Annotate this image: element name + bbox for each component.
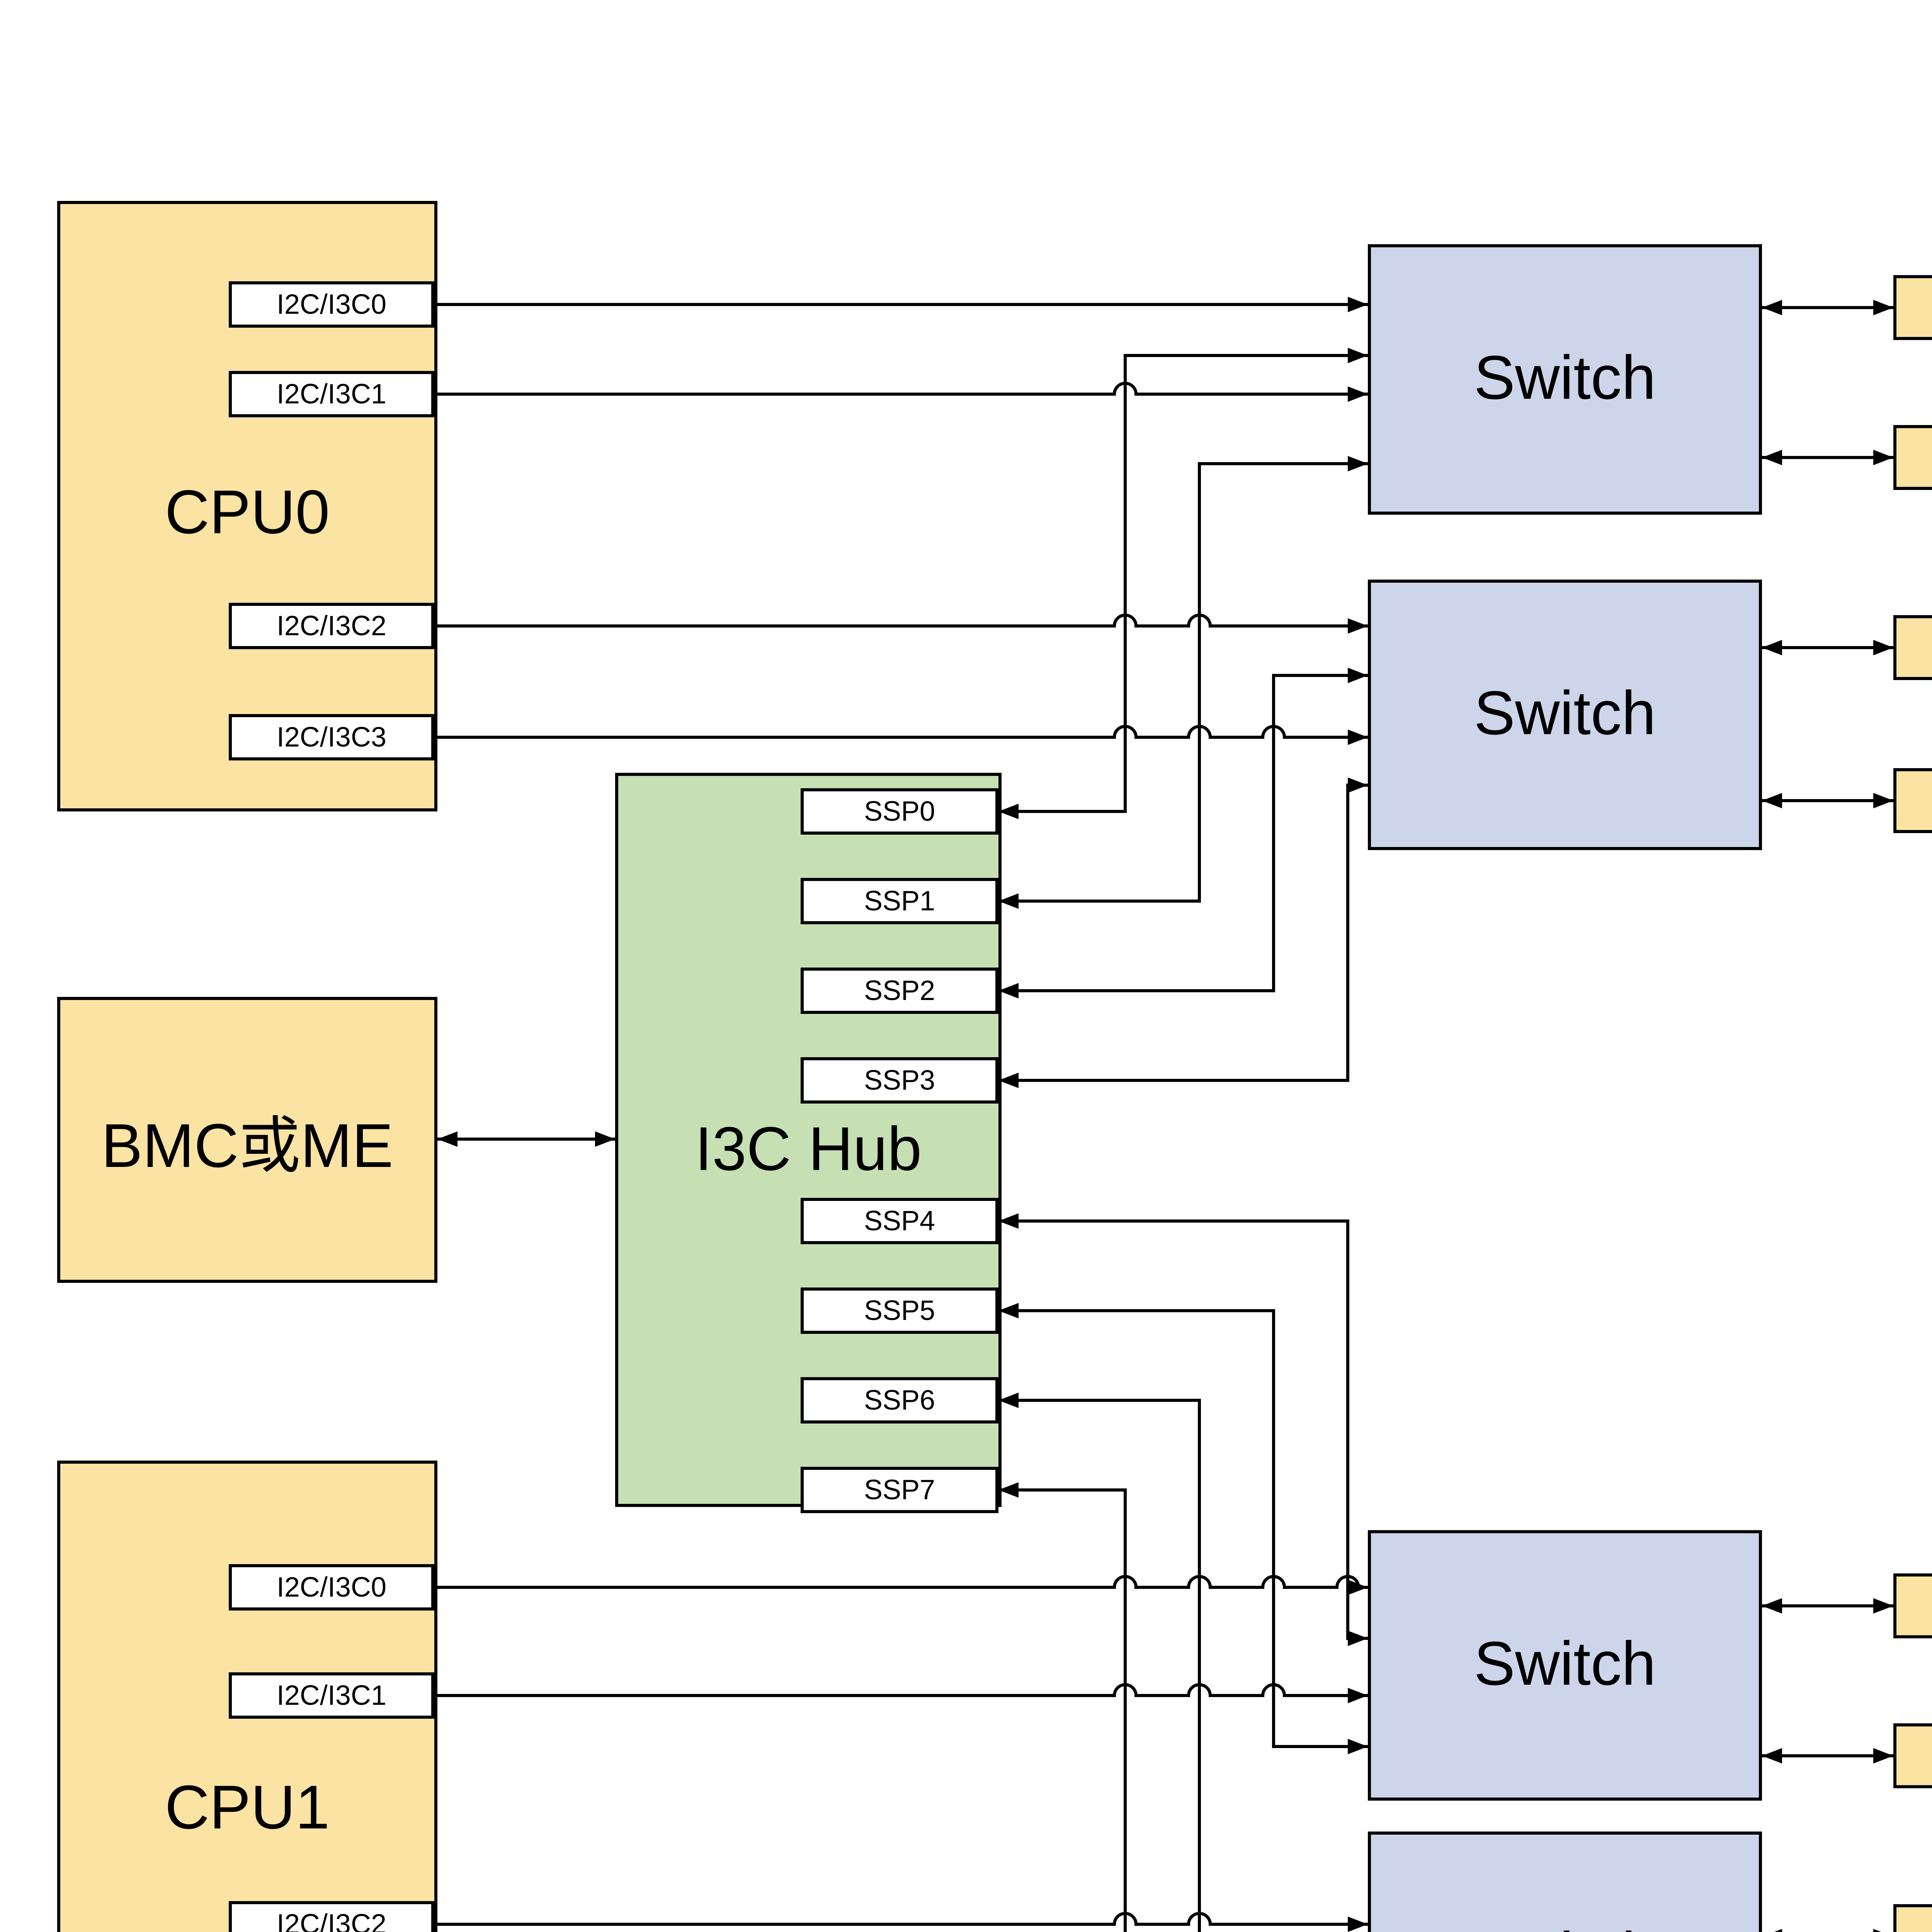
cpu0-port-i2c-i3c1: I2C/I3C1	[229, 371, 434, 417]
switch4-box: Switch	[1368, 1832, 1762, 1932]
switch1-label: Switch	[1474, 345, 1656, 413]
hub-port-ssp6-label: SSP6	[864, 1384, 935, 1415]
hub-port-ssp2-label: SSP2	[864, 975, 935, 1005]
cpu0-port-i2c-i3c3-label: I2C/I3C3	[276, 721, 387, 752]
hub-port-ssp4-label: SSP4	[864, 1205, 935, 1236]
dimm4-box: DDR5 DIMM	[1893, 768, 1932, 833]
wire-ssp6-to-switch4	[998, 1393, 1368, 1932]
hub-port-ssp0-label: SSP0	[864, 795, 935, 826]
wire-ssp2-to-switch2	[998, 668, 1368, 998]
dimm3-box: DDR5 DIMM	[1893, 615, 1932, 680]
switch2-box: Switch	[1368, 580, 1762, 850]
cpu0-port-i2c-i3c2-label: I2C/I3C2	[276, 610, 387, 641]
cpu1-port-i2c-i3c1: I2C/I3C1	[229, 1672, 434, 1719]
cpu1-port-i2c-i3c2-label: I2C/I3C2	[276, 1908, 387, 1932]
wire-ssp3-to-switch2	[998, 777, 1368, 1088]
wire-ssp0-to-switch1	[998, 348, 1368, 819]
hub-port-ssp1-label: SSP1	[864, 885, 935, 916]
cpu1-port-i2c-i3c2: I2C/I3C2	[229, 1901, 434, 1932]
hub-port-ssp1: SSP1	[801, 878, 998, 924]
dimm5-box: DDR5 DIMM	[1893, 1573, 1932, 1638]
cpu0-port-i2c-i3c1-label: I2C/I3C1	[276, 378, 387, 409]
hub-port-ssp4: SSP4	[801, 1198, 998, 1244]
wire-cpu0-i2c1-to-switch1	[434, 382, 1368, 402]
dimm7-box: DDR5 DIMM	[1893, 1904, 1932, 1932]
wire-ssp4-to-switch3	[998, 1213, 1368, 1646]
hub-port-ssp5: SSP5	[801, 1287, 998, 1334]
i3c-hub-label: I3C Hub	[695, 1116, 922, 1184]
cpu1-port-i2c-i3c1-label: I2C/I3C1	[276, 1679, 387, 1710]
switch3-box: Switch	[1368, 1530, 1762, 1801]
hub-port-ssp3: SSP3	[801, 1057, 998, 1104]
cpu0-port-i2c-i3c2: I2C/I3C2	[229, 603, 434, 649]
bmc-label: BMC或ME	[101, 1112, 393, 1180]
dimm1-box: DDR5 DIMM	[1893, 275, 1932, 340]
switch4-label: Switch	[1474, 1920, 1656, 1932]
wire-cpu0-i2c3-to-switch2	[434, 725, 1368, 745]
switch2-label: Switch	[1474, 680, 1656, 748]
cpu0-label: CPU0	[165, 479, 330, 547]
hub-port-ssp7: SSP7	[801, 1467, 998, 1513]
hub-port-ssp0: SSP0	[801, 788, 998, 835]
dimm2-box: DDR5 DIMM	[1893, 425, 1932, 490]
hub-port-ssp3-label: SSP3	[864, 1064, 935, 1095]
hub-port-ssp7-label: SSP7	[864, 1474, 935, 1505]
switch1-box: Switch	[1368, 244, 1762, 515]
bmc-box: BMC或ME	[57, 997, 437, 1283]
cpu1-port-i2c-i3c0-label: I2C/I3C0	[276, 1571, 387, 1602]
wire-ssp5-to-switch3	[998, 1303, 1368, 1754]
wire-ssp1-to-switch1	[998, 456, 1368, 909]
wire-cpu1-i2c2-to-switch4	[434, 1912, 1368, 1932]
cpu1-port-i2c-i3c0: I2C/I3C0	[229, 1564, 434, 1611]
cpu0-port-i2c-i3c0-label: I2C/I3C0	[276, 288, 387, 319]
hub-port-ssp2: SSP2	[801, 968, 998, 1014]
wire-cpu0-i2c2-to-switch2	[434, 614, 1368, 634]
wire-cpu1-i2c0-to-switch3	[434, 1575, 1368, 1595]
wire-ssp7-to-switch4	[998, 1482, 1368, 1932]
dimm6-box: DDR5 DIMM	[1893, 1723, 1932, 1788]
hub-port-ssp5-label: SSP5	[864, 1294, 935, 1325]
hub-port-ssp6: SSP6	[801, 1377, 998, 1423]
cpu1-label: CPU1	[165, 1774, 330, 1842]
cpu0-port-i2c-i3c0: I2C/I3C0	[229, 281, 434, 328]
cpu0-port-i2c-i3c3: I2C/I3C3	[229, 714, 434, 760]
switch3-label: Switch	[1474, 1631, 1656, 1699]
wire-cpu1-i2c1-to-switch3	[434, 1683, 1368, 1703]
